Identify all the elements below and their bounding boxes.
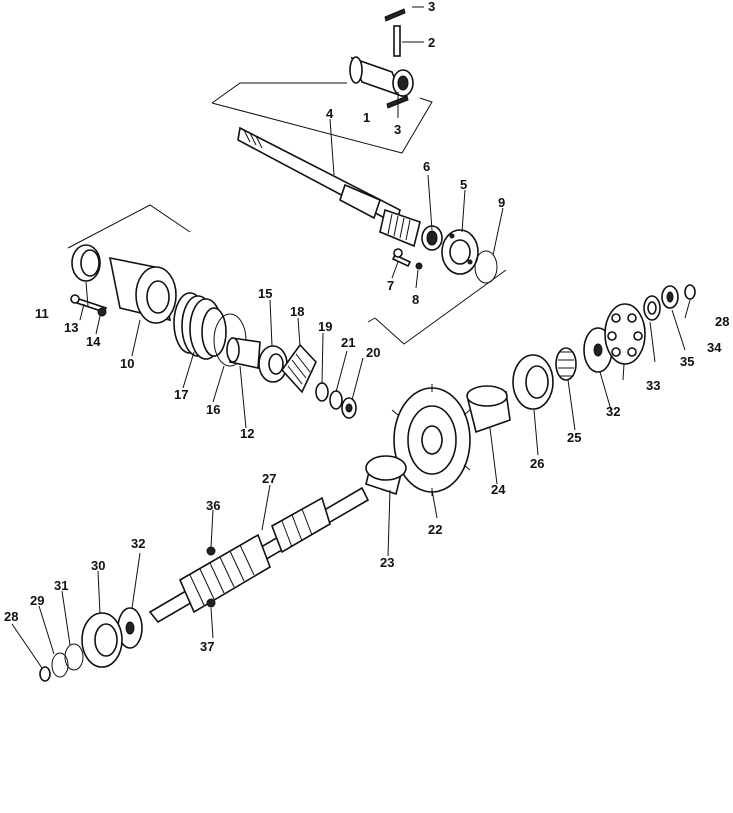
part-24-sleeve: [466, 385, 511, 434]
part-10-housing: [108, 256, 177, 324]
label-10: 10: [120, 356, 134, 371]
part-25-pinion: [555, 347, 577, 381]
reference-labels: 3 2 1 3 4 6 5 9 7 8 11 13 14 10 17 16 12…: [4, 0, 729, 654]
part-9-o-ring: [474, 250, 498, 284]
part-33-bearing-plate: [604, 303, 646, 365]
label-9: 9: [498, 195, 505, 210]
part-11-bearing: [71, 244, 101, 282]
label-1: 1: [363, 110, 370, 125]
label-34: 34: [707, 340, 722, 355]
part-18-bevel-gear: [280, 343, 317, 394]
label-22: 22: [428, 522, 442, 537]
label-16: 16: [206, 402, 220, 417]
label-7: 7: [387, 278, 394, 293]
part-3-spring-pin-top: [384, 8, 406, 22]
label-2: 2: [428, 35, 435, 50]
part-17-gear-pack: [173, 292, 227, 360]
label-35: 35: [680, 354, 694, 369]
part-8-washer: [415, 262, 423, 270]
label-28-right: 28: [715, 314, 729, 329]
label-8: 8: [412, 292, 419, 307]
part-29-ring: [51, 652, 69, 678]
part-1-sleeve: [349, 56, 414, 98]
label-3-top: 3: [428, 0, 435, 14]
label-19: 19: [318, 319, 332, 334]
part-15-bearing: [258, 345, 288, 383]
label-23: 23: [380, 555, 394, 570]
label-37: 37: [200, 639, 214, 654]
part-36-ball: [206, 546, 216, 556]
label-21: 21: [341, 335, 355, 350]
label-11: 11: [35, 306, 49, 321]
group-bracket-middle: [367, 269, 507, 345]
part-26-bearing: [512, 354, 554, 410]
part-6-seal: [421, 225, 443, 251]
label-36: 36: [206, 498, 220, 513]
label-24: 24: [491, 482, 506, 497]
leader-lines: [11, 6, 691, 669]
part-20-nut: [341, 397, 357, 419]
part-22-ring-gear: [391, 384, 471, 496]
part-2-pin: [393, 25, 401, 57]
label-15: 15: [258, 286, 272, 301]
label-28-left: 28: [4, 609, 18, 624]
label-14: 14: [86, 334, 101, 349]
part-12-sleeve: [226, 337, 261, 369]
label-5: 5: [460, 177, 467, 192]
label-31: 31: [54, 578, 68, 593]
label-3-bottom: 3: [394, 122, 401, 137]
part-28-washer-left: [39, 666, 51, 682]
label-29: 29: [30, 593, 44, 608]
part-28-washer-right: [684, 284, 696, 300]
label-32-right: 32: [606, 404, 620, 419]
part-34-nut: [661, 285, 679, 309]
part-37-ball: [206, 598, 216, 608]
label-6: 6: [423, 159, 430, 174]
label-26: 26: [530, 456, 544, 471]
group-bracket-left: [67, 204, 191, 249]
label-27: 27: [262, 471, 276, 486]
label-20: 20: [366, 345, 380, 360]
label-25: 25: [567, 430, 581, 445]
label-17: 17: [174, 387, 188, 402]
part-7-bolt: [391, 248, 412, 268]
label-33: 33: [646, 378, 660, 393]
label-12: 12: [240, 426, 254, 441]
part-14-washer: [97, 307, 107, 317]
label-32-left: 32: [131, 536, 145, 551]
part-31-ring: [64, 643, 84, 671]
part-30-bearing: [81, 612, 123, 668]
part-27-splined-shaft: [148, 486, 370, 624]
part-5-flange: [441, 229, 479, 275]
label-18: 18: [290, 304, 304, 319]
part-19-washer: [315, 382, 329, 402]
part-21-washer: [329, 390, 343, 410]
part-23-bushing: [365, 455, 407, 496]
group-bracket-top: [211, 82, 433, 154]
label-4: 4: [326, 106, 334, 121]
part-4-shaft: [237, 126, 421, 248]
label-30: 30: [91, 558, 105, 573]
part-35-washer: [643, 295, 661, 321]
label-13: 13: [64, 320, 78, 335]
